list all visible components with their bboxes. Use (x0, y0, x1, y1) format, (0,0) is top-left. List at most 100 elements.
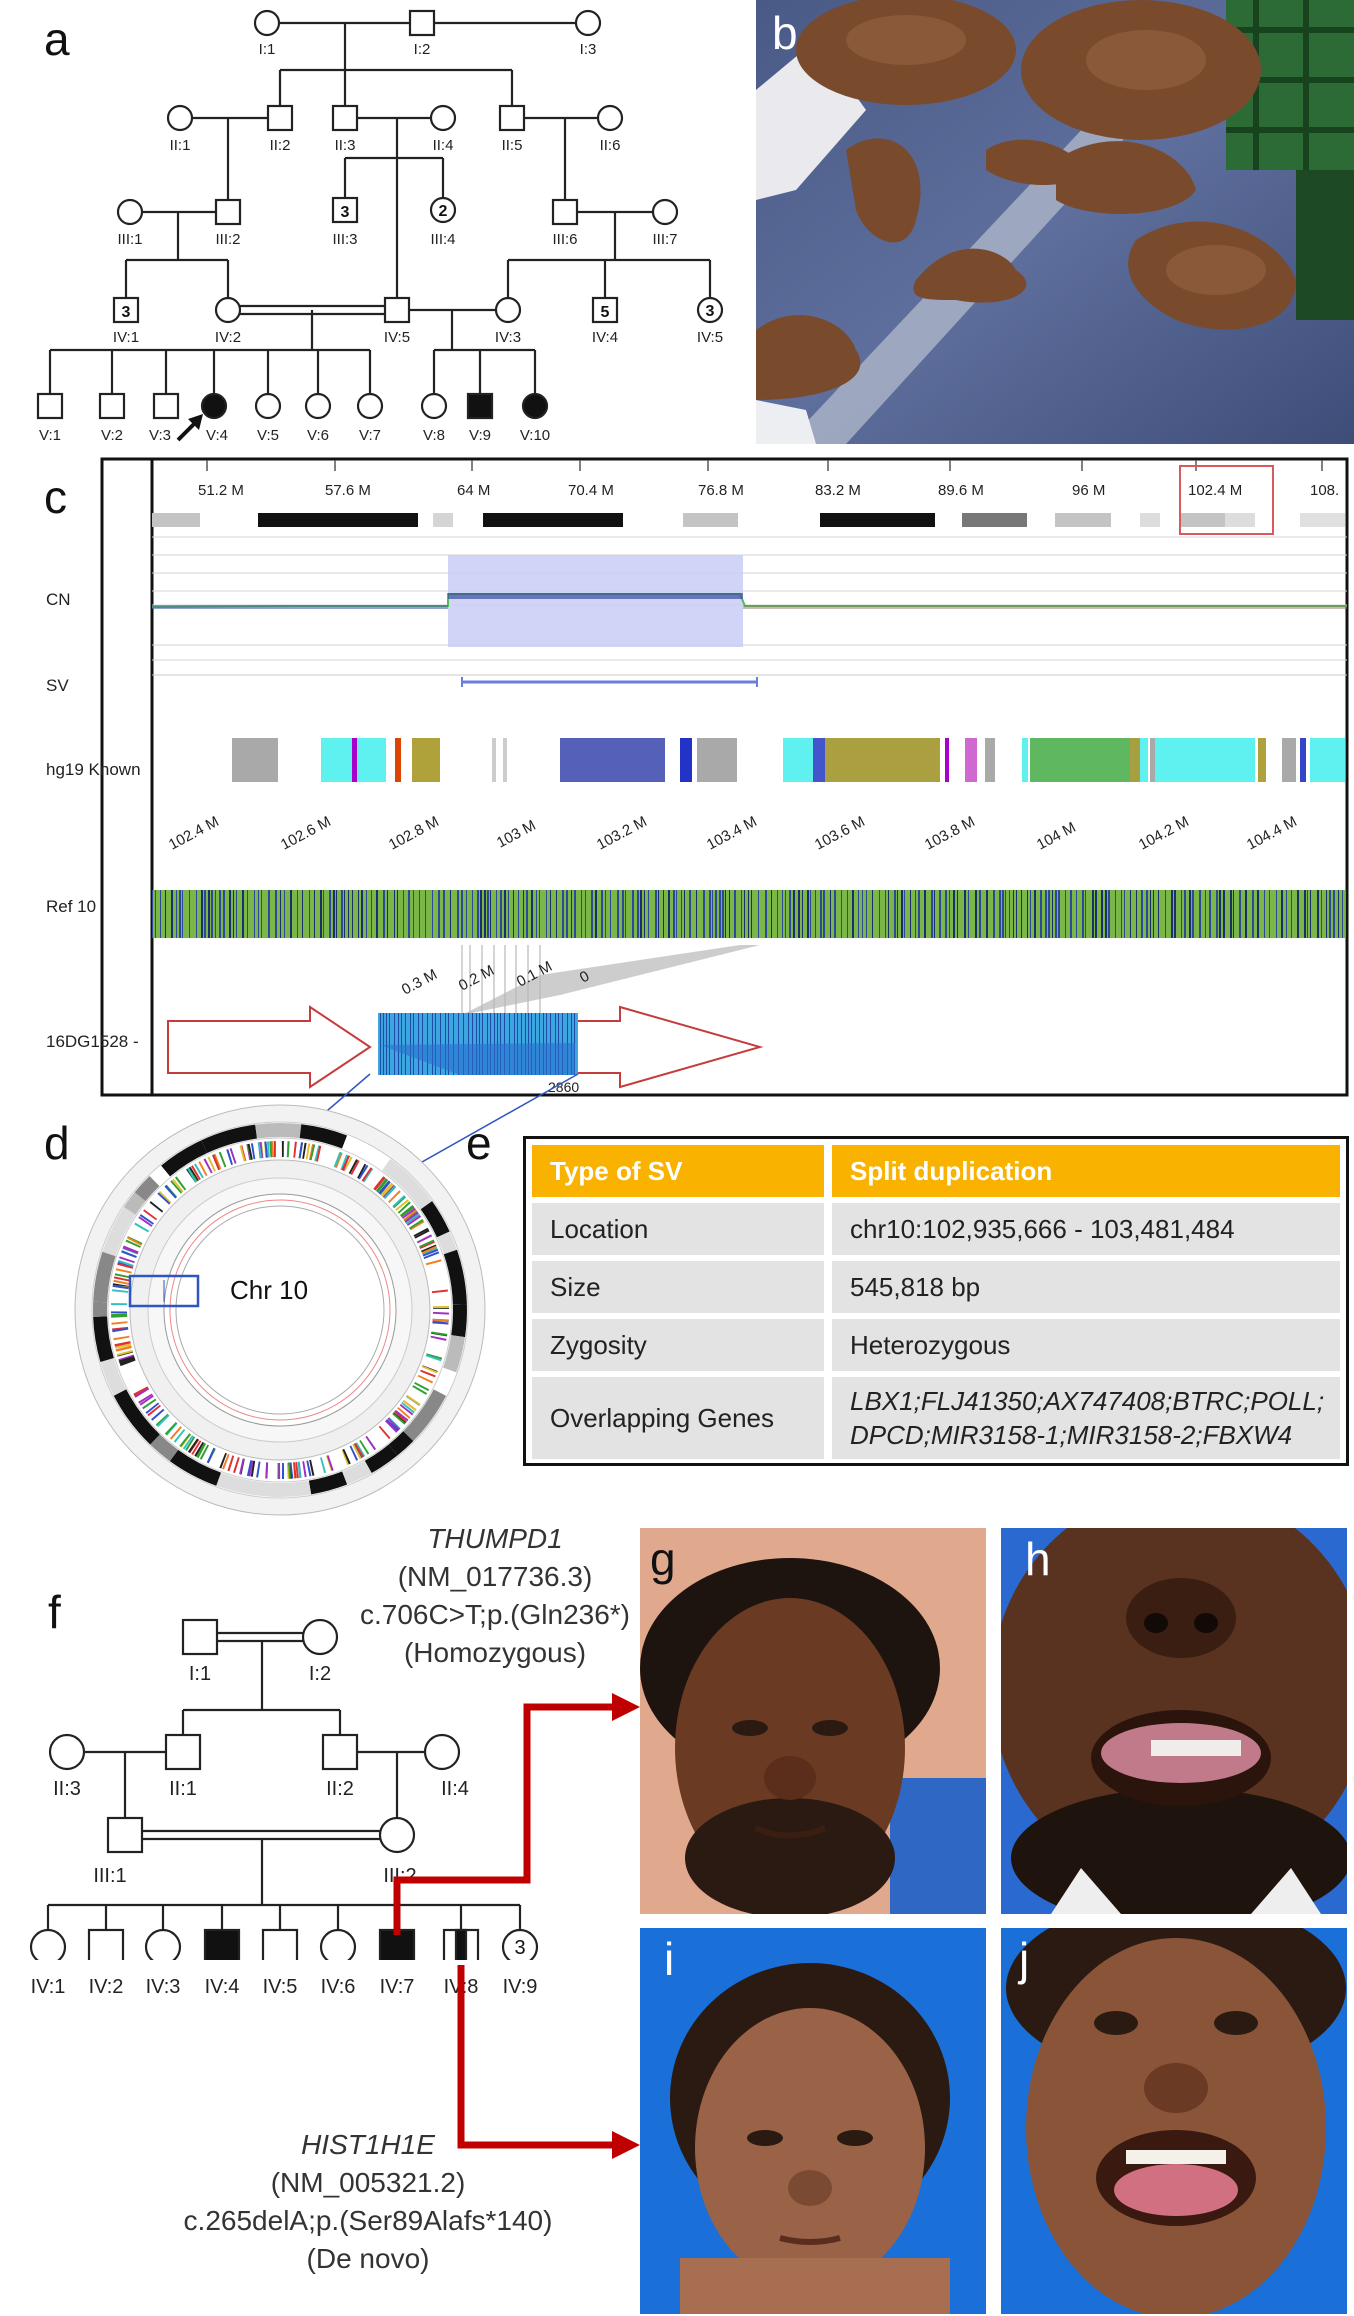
f-label-IV3: IV:3 (146, 1976, 181, 1998)
track-label-sample: 16DG1528 - (46, 1032, 139, 1051)
sv-value: 545,818 bp (832, 1261, 1340, 1313)
panel-letter-d: d (44, 1117, 70, 1169)
arrow-head-icon (612, 2131, 640, 2159)
label-V8: V:8 (423, 427, 445, 444)
scale-top-5: 83.2 M (815, 482, 861, 499)
sv-key: Overlapping Genes (532, 1377, 824, 1459)
f-label-I2: I:2 (309, 1663, 331, 1685)
label-II4: II:4 (433, 137, 454, 154)
label-III1: III:1 (117, 231, 142, 248)
scale-top-1: 57.6 M (325, 482, 371, 499)
count-iii3: 3 (341, 204, 350, 221)
f-label-III1: III:1 (93, 1865, 126, 1887)
panel-letter-c: c (44, 471, 67, 523)
f-label-IV2: IV:2 (89, 1976, 124, 1998)
sv-row-zygosity: Zygosity Heterozygous (532, 1319, 1340, 1371)
scale-top-7: 96 M (1072, 482, 1105, 499)
label-III5: IV:5 (384, 329, 410, 346)
arrow-head-icon (612, 1693, 640, 1721)
f-label-IV7: IV:7 (380, 1976, 415, 1998)
label-V7: V:7 (359, 427, 381, 444)
sv-table-header: Type of SV Split duplication (532, 1145, 1340, 1197)
variant-2-text: HIST1H1E (NM_005321.2) c.265delA;p.(Ser8… (158, 2126, 578, 2278)
label-IV2: IV:2 (215, 329, 241, 346)
circos-label: Chr 10 (230, 1275, 308, 1305)
label-I1: I:1 (259, 41, 276, 58)
label-II6: II:6 (600, 137, 621, 154)
variant-2-change: c.265delA;p.(Ser89Alafs*140) (183, 2205, 553, 2236)
scale-top-9: 108. (1310, 482, 1339, 499)
sv-header-type: Type of SV (532, 1145, 824, 1197)
variant-2-gene: HIST1H1E (301, 2129, 435, 2160)
label-II1: II:1 (170, 137, 191, 154)
f-label-IV5: IV:5 (263, 1976, 298, 1998)
sv-table: Type of SV Split duplication Location ch… (523, 1136, 1349, 1466)
label-III7: III:7 (652, 231, 677, 248)
pedigree-a: 3 2 3 5 3 I:1 I:2 I:3 II:1 II:2 II:3 II:… (36, 9, 724, 444)
f-label-II2: II:2 (326, 1778, 354, 1800)
scale-top-6: 89.6 M (938, 482, 984, 499)
label-III2: III:2 (215, 231, 240, 248)
label-IV5: IV:5 (697, 329, 723, 346)
label-III6: III:6 (552, 231, 577, 248)
f-label-II1: II:1 (169, 1778, 197, 1800)
label-I2: I:2 (414, 41, 431, 58)
label-III3: III:3 (332, 231, 357, 248)
label-V3: V:3 (149, 427, 171, 444)
panel-letter-j: j (1019, 1933, 1030, 1985)
photo-i-face: i (640, 1928, 986, 2314)
track-label-cn: CN (46, 590, 71, 609)
f-label-IV9: IV:9 (503, 1976, 538, 1998)
sv-key: Location (532, 1203, 824, 1255)
photo-g-face: g (640, 1528, 986, 1914)
genome-viewer-c: 51.2 M 57.6 M 64 M 70.4 M 76.8 M 83.2 M … (46, 457, 1349, 1097)
scale-top-0: 51.2 M (198, 482, 244, 499)
sv-key: Size (532, 1261, 824, 1313)
label-V1: V:1 (39, 427, 61, 444)
photo-h-mouth: h (1001, 1528, 1347, 1914)
sample-label-value: 2860 (548, 1079, 579, 1095)
panel-letter-i: i (664, 1933, 675, 1985)
label-II5: II:5 (502, 137, 523, 154)
count-iii4: 2 (439, 203, 448, 220)
variant-1-text: THUMPD1 (NM_017736.3) c.706C>T;p.(Gln236… (340, 1520, 650, 1672)
label-III4: III:4 (430, 231, 455, 248)
sv-row-genes: Overlapping Genes LBX1;FLJ41350;AX747408… (532, 1377, 1340, 1459)
sv-row-size: Size 545,818 bp (532, 1261, 1340, 1313)
variant-1-change: c.706C>T;p.(Gln236*) (359, 1599, 631, 1630)
scale-top-8: 102.4 M (1188, 482, 1242, 499)
sv-value: chr10:102,935,666 - 103,481,484 (832, 1203, 1340, 1255)
f-label-II4: II:4 (441, 1778, 469, 1800)
sv-row-location: Location chr10:102,935,666 - 103,481,484 (532, 1203, 1340, 1255)
f-label-IV1: IV:1 (31, 1976, 66, 1998)
count-iv5: 3 (706, 303, 715, 320)
variant-1-transcript: (NM_017736.3) (397, 1561, 593, 1592)
label-V2: V:2 (101, 427, 123, 444)
label-I3: I:3 (580, 41, 597, 58)
f-label-IV4: IV:4 (205, 1976, 240, 1998)
panel-letter-a: a (44, 13, 70, 65)
photo-b-hands: b (756, 0, 1354, 444)
ref-barcode (152, 890, 1343, 938)
track-label-ref: Ref 10 (46, 897, 96, 916)
circos-plot-d: Chr 10 (74, 1104, 486, 1516)
variant-2-transcript: (NM_005321.2) (270, 2167, 466, 2198)
sv-key: Zygosity (532, 1319, 824, 1371)
sv-header-value: Split duplication (832, 1145, 1340, 1197)
f-label-II3: II:3 (53, 1778, 81, 1800)
label-IV4: IV:4 (592, 329, 618, 346)
label-V5: V:5 (257, 427, 279, 444)
sv-genes-line-1: LBX1;FLJ41350;AX747408;BTRC;POLL; (850, 1386, 1325, 1416)
label-V4: V:4 (206, 427, 228, 444)
label-V6: V:6 (307, 427, 329, 444)
panel-letter-g: g (650, 1533, 676, 1585)
sample-arrow-left (167, 1005, 372, 1089)
variant-2-zygosity: (De novo) (306, 2243, 430, 2274)
scale-top-4: 76.8 M (698, 482, 744, 499)
scale-top-3: 70.4 M (568, 482, 614, 499)
scale-top-2: 64 M (457, 482, 490, 499)
count-iv9: 3 (514, 1937, 525, 1959)
label-IV3: IV:3 (495, 329, 521, 346)
count-iv1: 3 (122, 304, 131, 321)
count-iv4: 5 (601, 304, 610, 321)
